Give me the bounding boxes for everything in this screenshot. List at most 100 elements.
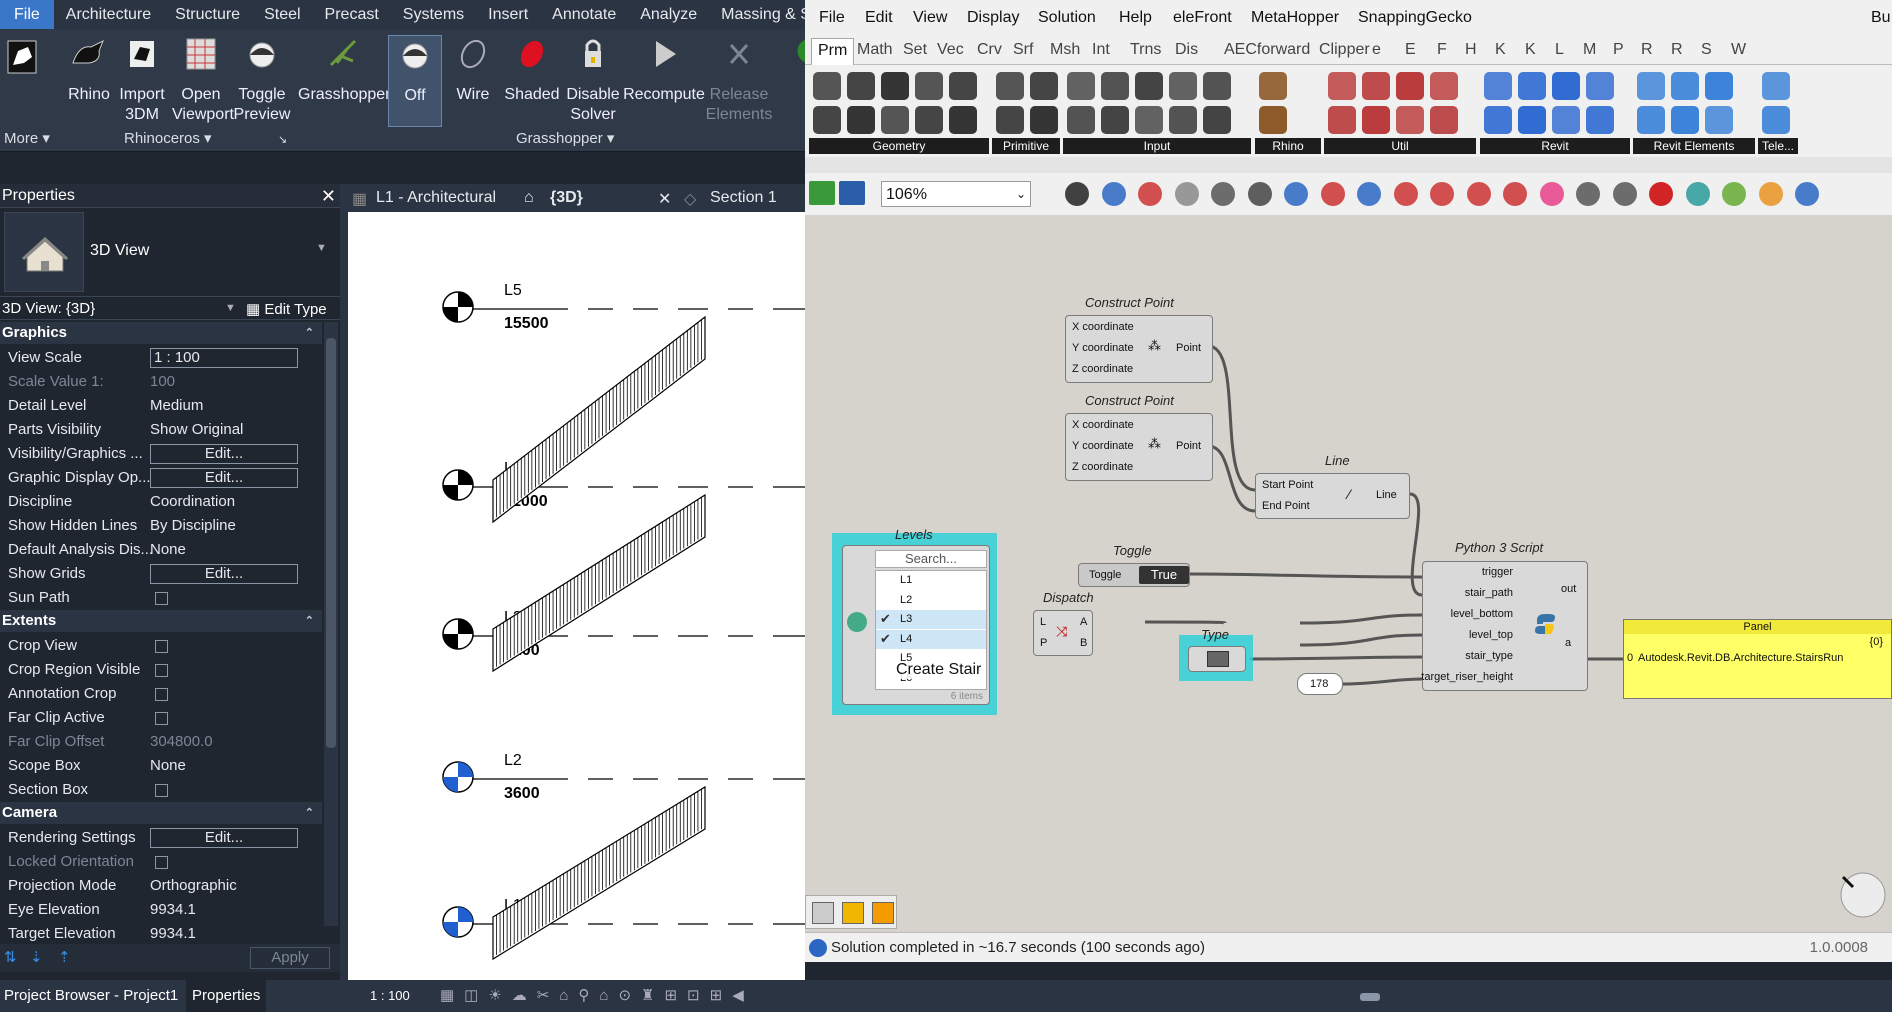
component-icon[interactable]: [1328, 72, 1356, 100]
gh-tab-clipper[interactable]: Clipper: [1319, 41, 1370, 58]
menu-help[interactable]: Help: [1119, 9, 1152, 26]
component-icon[interactable]: [881, 72, 909, 100]
component-icon[interactable]: [915, 72, 943, 100]
gh-tab-h[interactable]: H: [1465, 41, 1477, 58]
tab-file[interactable]: File: [0, 0, 54, 29]
component-icon[interactable]: [1586, 72, 1614, 100]
toolbar-icon[interactable]: [1612, 182, 1637, 206]
rhino-button[interactable]: Rhino: [64, 35, 114, 105]
toolbar-icon[interactable]: [1320, 182, 1345, 206]
group-label[interactable]: Revit Elements: [1633, 138, 1755, 154]
gh-tab-p[interactable]: P: [1613, 41, 1624, 58]
checkbox[interactable]: [155, 712, 168, 725]
panel-component[interactable]: Panel {0} 0 Autodesk.Revit.DB.Architectu…: [1623, 619, 1892, 699]
toolbar-icon[interactable]: [1539, 182, 1564, 206]
shaded-button[interactable]: Shaded: [502, 35, 562, 105]
toolbar-icon[interactable]: [1065, 182, 1089, 206]
toolbar-icon[interactable]: [1685, 182, 1710, 206]
component-icon[interactable]: [1430, 72, 1458, 100]
property-value[interactable]: None: [150, 541, 186, 558]
component-icon[interactable]: [1705, 72, 1733, 100]
stair-run[interactable]: [492, 493, 706, 673]
save-file-icon[interactable]: [839, 181, 865, 205]
section-extents[interactable]: Extents⌃: [0, 610, 322, 632]
tab-3d[interactable]: {3D}: [550, 189, 583, 206]
gh-tab-aecforward[interactable]: AECforward: [1224, 41, 1311, 58]
tab-massing-site[interactable]: Massing & Site: [721, 6, 828, 23]
gh-tab-f[interactable]: F: [1437, 41, 1447, 58]
type-parameter[interactable]: [1188, 646, 1246, 672]
overflow-button[interactable]: [780, 35, 822, 85]
scrollbar[interactable]: [324, 322, 338, 926]
sort-icon[interactable]: ⇅: [4, 949, 17, 966]
tab-structure[interactable]: Structure: [175, 6, 241, 23]
toolbar-icon[interactable]: [1247, 182, 1272, 206]
chevron-down-icon[interactable]: ▼: [316, 242, 327, 254]
gh-tab-w[interactable]: W: [1731, 41, 1747, 58]
component-icon[interactable]: [949, 106, 977, 134]
boolean-toggle[interactable]: Toggle True: [1078, 563, 1190, 587]
construct-point-1[interactable]: X coordinate Y coordinate Z coordinate ⁂…: [1065, 315, 1213, 383]
component-icon[interactable]: [915, 106, 943, 134]
section-camera[interactable]: Camera⌃: [0, 802, 322, 824]
tab-analyze[interactable]: Analyze: [640, 6, 698, 23]
open-file-icon[interactable]: [809, 181, 835, 205]
toolbar-icon[interactable]: [1758, 182, 1783, 206]
menu-bu[interactable]: Bu: [1871, 9, 1891, 26]
toolbar-icon[interactable]: [1101, 182, 1126, 206]
component-icon[interactable]: [1762, 72, 1790, 100]
tab-steel[interactable]: Steel: [264, 6, 301, 23]
recompute-button[interactable]: Recompute: [622, 35, 706, 105]
dispatch-component[interactable]: L P ⤨ A B: [1033, 610, 1093, 656]
toolbar-icon[interactable]: [1649, 182, 1673, 206]
component-icon[interactable]: [847, 106, 875, 134]
view-scale-input[interactable]: 1 : 100: [150, 348, 298, 368]
release-elements-button[interactable]: Release Elements: [704, 35, 774, 125]
selected-preview-icon[interactable]: [842, 902, 864, 924]
close-icon[interactable]: ✕: [658, 191, 672, 208]
component-icon[interactable]: [1030, 106, 1058, 134]
property-value[interactable]: 9934.1: [150, 901, 196, 918]
component-icon[interactable]: [1169, 106, 1197, 134]
component-icon[interactable]: [1396, 106, 1424, 134]
component-icon[interactable]: [1637, 106, 1665, 134]
grasshopper-group[interactable]: Grasshopper ▾: [516, 130, 615, 147]
component-icon[interactable]: [1362, 72, 1390, 100]
component-icon[interactable]: [1484, 72, 1512, 100]
preview-off-button[interactable]: Off: [388, 35, 442, 127]
menu-view[interactable]: View: [913, 9, 948, 26]
checkbox[interactable]: [155, 784, 168, 797]
property-value[interactable]: By Discipline: [150, 517, 236, 534]
disable-solver-button[interactable]: Disable Solver: [562, 35, 624, 125]
open-viewport-button[interactable]: Open Viewport: [172, 35, 234, 125]
menu-file[interactable]: File: [819, 9, 845, 26]
stair-run[interactable]: [492, 315, 706, 524]
property-value[interactable]: Orthographic: [150, 877, 237, 894]
component-icon[interactable]: [1637, 72, 1665, 100]
edit-button[interactable]: Edit...: [150, 444, 298, 464]
component-icon[interactable]: [1518, 106, 1546, 134]
toolbar-icon[interactable]: [1393, 182, 1418, 206]
toggle-preview-button[interactable]: Toggle Preview: [232, 35, 292, 125]
property-value[interactable]: Medium: [150, 397, 204, 414]
component-icon[interactable]: [1203, 72, 1231, 100]
component-icon[interactable]: [1101, 106, 1129, 134]
sort-az-icon[interactable]: ⇣: [30, 949, 43, 966]
gh-tab-int[interactable]: Int: [1092, 41, 1110, 58]
component-icon[interactable]: [1030, 72, 1058, 100]
gh-tab-l[interactable]: L: [1555, 41, 1564, 58]
zoom-select[interactable]: 106% ⌄: [881, 181, 1031, 207]
component-icon[interactable]: [1586, 106, 1614, 134]
toolbar-icon[interactable]: [1722, 182, 1746, 206]
preview-mode-icon[interactable]: [812, 902, 834, 924]
group-label[interactable]: Geometry: [809, 138, 989, 154]
rhino-logo-button[interactable]: [6, 37, 38, 83]
level-list-item[interactable]: ✔L4: [876, 629, 986, 649]
horizontal-scrollbar-thumb[interactable]: [1360, 993, 1380, 1001]
instance-selector[interactable]: 3D View: {3D} ▼ ▦ Edit Type: [0, 296, 340, 320]
group-label[interactable]: Revit: [1480, 138, 1630, 154]
tab-l1-architectural[interactable]: L1 - Architectural: [376, 189, 497, 206]
section-graphics[interactable]: Graphics⌃: [0, 322, 322, 344]
component-icon[interactable]: [1671, 72, 1699, 100]
